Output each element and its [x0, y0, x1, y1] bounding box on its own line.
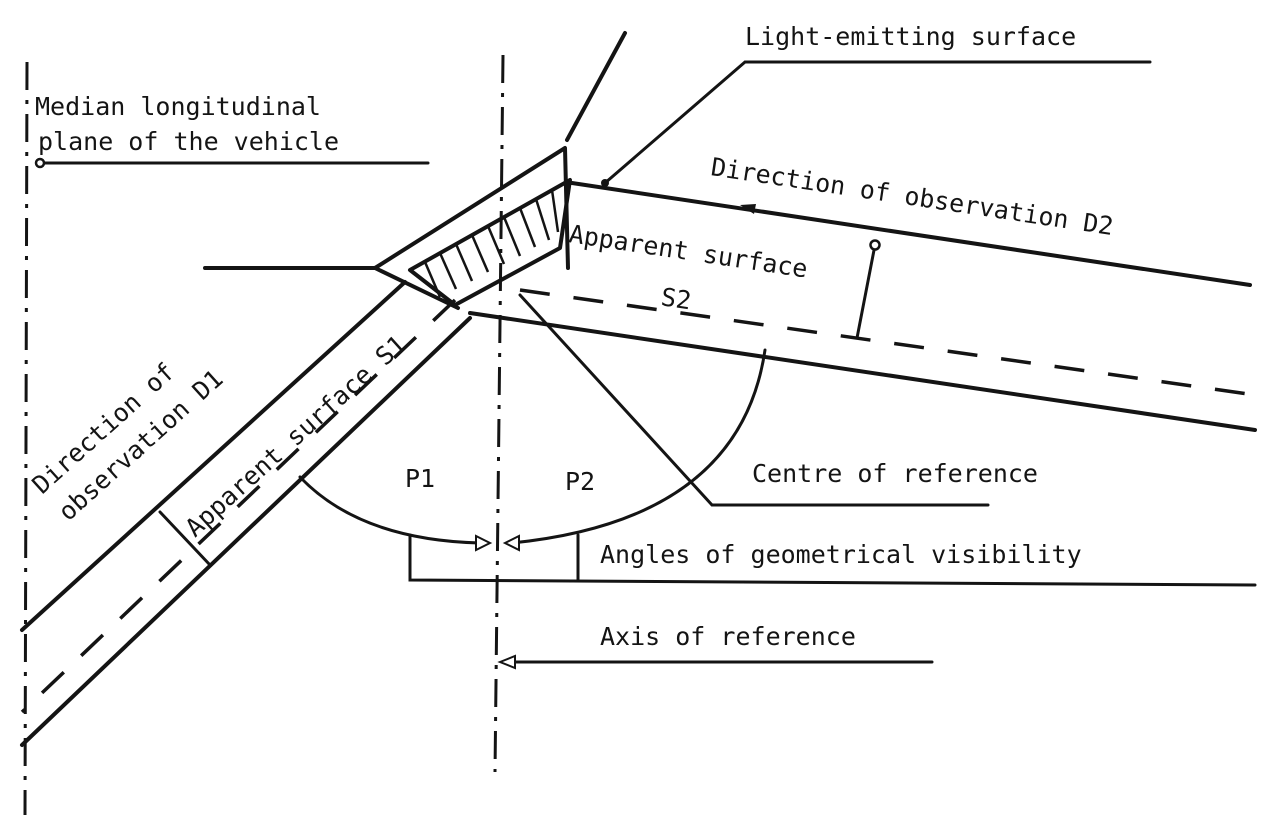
- leader-light-emitting-surface: [603, 60, 1152, 185]
- label-median-plane-line1: Median longitudinal: [35, 92, 321, 121]
- label-apparent-surface-s1: Apparent surface S1: [180, 330, 412, 543]
- s1-projection-dashed: [20, 298, 457, 714]
- label-p2: P2: [565, 467, 595, 496]
- angle-arc-p2: [510, 348, 767, 545]
- label-light-emitting-surface: Light-emitting surface: [745, 22, 1076, 51]
- label-apparent-surface: Apparent surface: [567, 219, 809, 283]
- median-plane-line: [23, 61, 29, 816]
- d2-direction-arrow-icon: [740, 204, 756, 214]
- label-s2: S2: [659, 282, 693, 315]
- angles-bracket: [408, 533, 1257, 587]
- d1-band-upper-edge: [20, 280, 407, 632]
- lamp-housing-top-edge: [565, 31, 627, 142]
- label-median-plane-line2: plane of the vehicle: [38, 127, 339, 156]
- arc-p2-arrow-icon: [502, 534, 520, 552]
- label-angles-of-visibility: Angles of geometrical visibility: [600, 540, 1082, 569]
- angle-arc-p1: [298, 475, 482, 545]
- label-centre-of-reference: Centre of reference: [752, 459, 1038, 488]
- leader-dot-apparent-surface: [869, 239, 881, 251]
- leader-apparent-surface: [855, 243, 877, 340]
- d2-band-upper-edge: [570, 181, 1252, 287]
- lamp-housing-outline: [203, 146, 570, 270]
- light-emitting-surface-area: [408, 178, 572, 307]
- d2-band-lower-edge: [468, 311, 1257, 432]
- leader-centre-of-reference: [518, 293, 990, 507]
- light-emitting-surface-hatching: [423, 189, 560, 298]
- axis-of-reference-line: [493, 54, 505, 773]
- label-p1: P1: [405, 464, 435, 493]
- label-direction-d2: Direction of observation D2: [709, 152, 1115, 241]
- s2-projection-dashed: [519, 288, 1256, 397]
- lamp-front-edge: [373, 266, 460, 310]
- leader-dot-median-plane: [34, 157, 46, 169]
- leader-dot-light-emitting: [601, 179, 609, 187]
- d1-band-cross-tick: [158, 510, 212, 567]
- axis-leader-arrow-icon: [497, 654, 516, 670]
- label-axis-of-reference: Axis of reference: [600, 622, 856, 651]
- arc-p1-arrow-icon: [475, 534, 493, 552]
- d1-band-lower-edge: [20, 316, 472, 747]
